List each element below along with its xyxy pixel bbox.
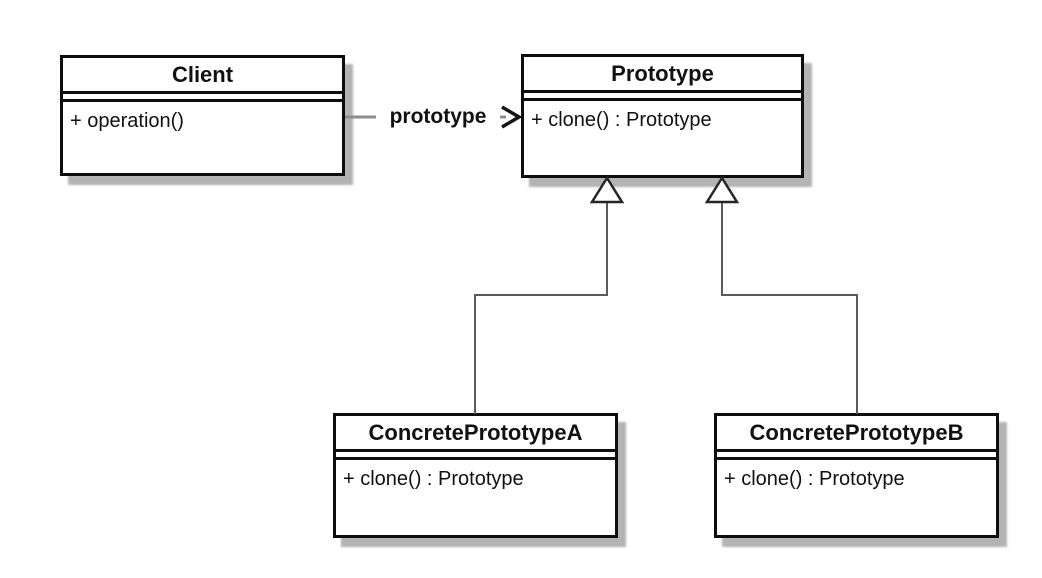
open-arrowhead-icon xyxy=(501,105,523,129)
attributes-compartment-concrete-b xyxy=(717,452,996,460)
class-box-concrete-prototype-a: ConcretePrototypeA + clone() : Prototype xyxy=(333,413,618,538)
method-label: + clone() : Prototype xyxy=(531,109,712,131)
method-label: + operation() xyxy=(70,110,184,132)
class-box-prototype: Prototype + clone() : Prototype xyxy=(521,54,804,178)
association-label-prototype: prototype xyxy=(376,104,500,130)
generalization-line-concrete-a xyxy=(474,202,608,414)
method-label: + clone() : Prototype xyxy=(724,468,905,490)
class-box-concrete-prototype-b: ConcretePrototypeB + clone() : Prototype xyxy=(714,413,999,538)
methods-compartment-concrete-a: + clone() : Prototype xyxy=(336,460,615,499)
attributes-compartment-client xyxy=(63,94,342,102)
method-label: + clone() : Prototype xyxy=(343,468,524,490)
class-name-concrete-prototype-b: ConcretePrototypeB xyxy=(717,416,996,452)
attributes-compartment-prototype xyxy=(524,93,801,101)
generalization-triangle-icon-a xyxy=(589,175,625,204)
generalization-line-concrete-b xyxy=(721,202,858,414)
class-name-client: Client xyxy=(63,58,342,94)
generalization-triangle-icon-b xyxy=(704,175,740,204)
class-box-client: Client + operation() xyxy=(60,55,345,176)
class-name-prototype: Prototype xyxy=(524,57,801,93)
methods-compartment-prototype: + clone() : Prototype xyxy=(524,101,801,140)
class-name-concrete-prototype-a: ConcretePrototypeA xyxy=(336,416,615,452)
methods-compartment-concrete-b: + clone() : Prototype xyxy=(717,460,996,499)
methods-compartment-client: + operation() xyxy=(63,102,342,141)
attributes-compartment-concrete-a xyxy=(336,452,615,460)
